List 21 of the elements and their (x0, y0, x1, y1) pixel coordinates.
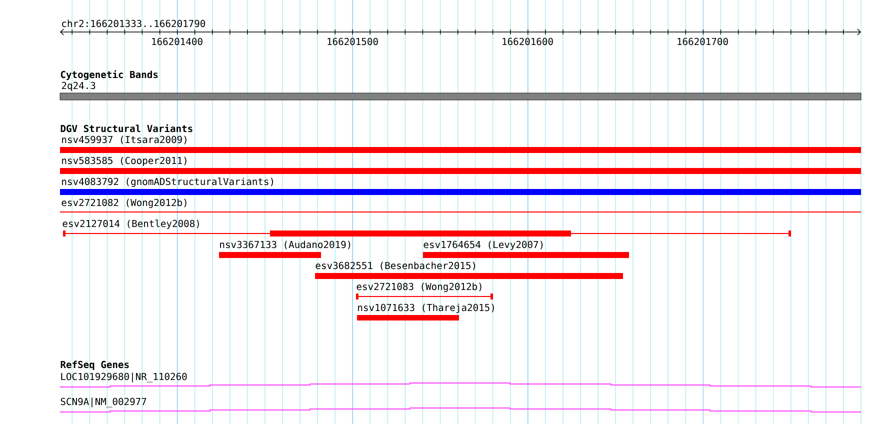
feature-label: nsv1071633 (Thareja2015) (358, 304, 494, 313)
tick-label: 166201700 (678, 38, 728, 46)
feature-label: esv2721082 (Wong2012b) (62, 198, 186, 208)
tick-label: 166201400 (152, 38, 202, 46)
track-heading: DGV Structural Variants (60, 124, 192, 132)
feature-label: SCN9A|NM_002977 (60, 398, 146, 408)
region-title: chr2:166201333..166201790 (62, 20, 206, 28)
feature-label: nsv3367133 (Audano2019) (220, 240, 350, 250)
feature-label: esv3682551 (Besenbacher2015) (316, 262, 476, 270)
tick-label: 166201500 (328, 38, 378, 46)
tick-label: 166201600 (502, 38, 553, 46)
track-heading: RefSeq Genes (60, 360, 129, 370)
feature-label: esv2721083 (Wong2012b) (356, 282, 482, 292)
feature-label: nsv4083792 (gnomADStructuralVariants) (62, 178, 274, 188)
feature-label: nsv583585 (Cooper2011) (62, 156, 186, 166)
feature-label: 2q24.3 (62, 82, 96, 91)
feature-label: nsv459937 (Itsara2009) (62, 136, 186, 144)
feature-label: LOC101929680|NR_110260 (61, 372, 187, 382)
feature-label: esv2127014 (Bentley2008) (62, 220, 199, 229)
feature-label: esv1764654 (Levy2007) (424, 240, 543, 250)
track-heading: Cytogenetic Bands (60, 70, 158, 80)
